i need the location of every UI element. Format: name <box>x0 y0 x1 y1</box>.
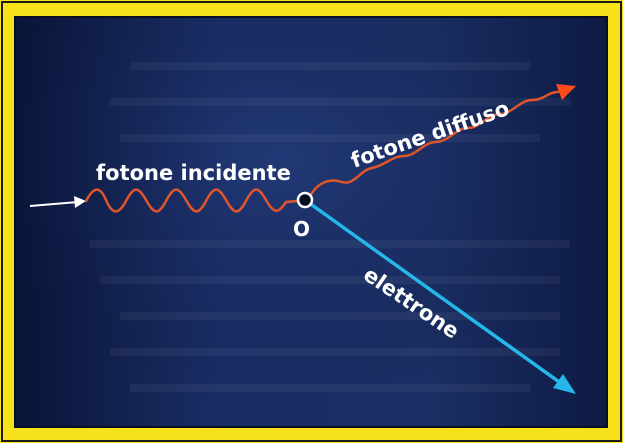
origin-point <box>296 191 314 209</box>
scattered-photon-arrowhead <box>556 84 576 100</box>
incident-photon-wave <box>84 188 300 213</box>
incident-photon-label: fotone incidente <box>96 161 291 185</box>
panel-glow <box>16 18 606 426</box>
scattered-photon-wave <box>308 90 560 198</box>
incoming-arrow <box>29 196 86 208</box>
electron-arrow <box>310 203 576 394</box>
origin-label: O <box>293 217 310 241</box>
background-texture <box>90 62 570 392</box>
